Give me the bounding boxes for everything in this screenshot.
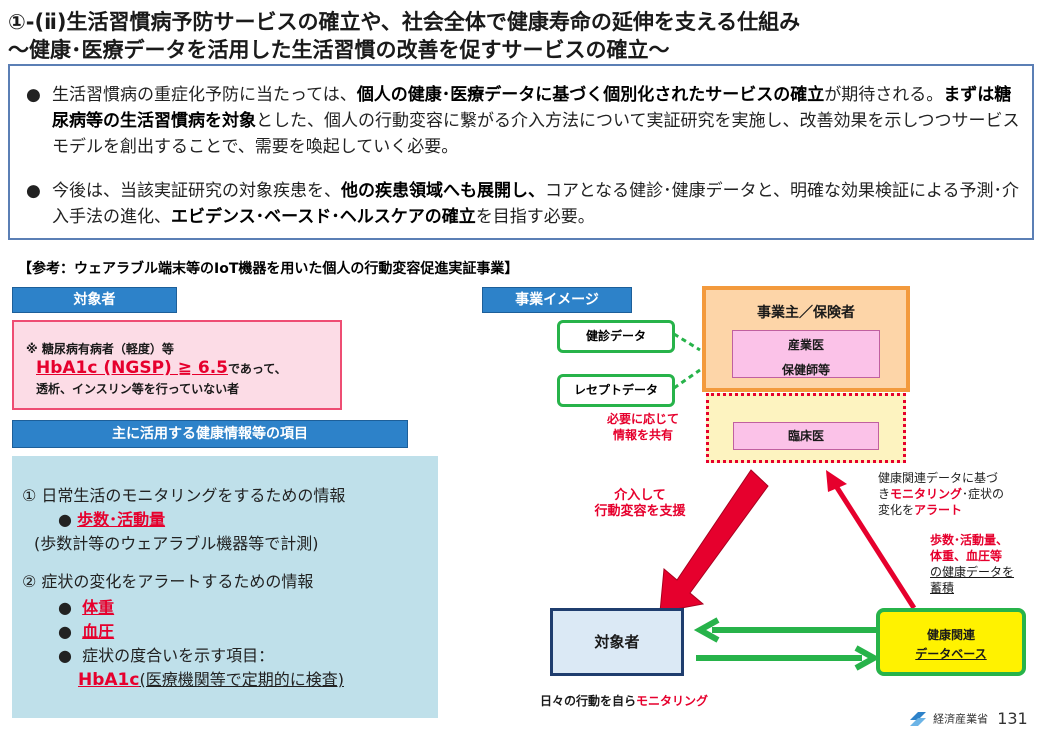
- bullet-dot: ●: [26, 85, 41, 105]
- checkup-connector: [673, 332, 701, 352]
- page-title-line1: ①-(ⅱ)生活習慣病予防サービスの確立や、社会全体で健康寿命の延伸を支える仕組み: [8, 10, 801, 34]
- page-number: 131: [997, 709, 1028, 728]
- ministry-name: 経済産業省: [933, 712, 989, 726]
- receipt-connector: [673, 368, 701, 390]
- receipt-data-box: レセプトデータ: [557, 374, 675, 407]
- employer-label: 事業主／保険者: [757, 305, 855, 321]
- bullet-dot: ●: [26, 181, 41, 201]
- health-items-panel: ① 日常生活のモニタリングをするための情報 ● 歩数･活動量 (歩数計等のウェア…: [12, 456, 438, 718]
- db-to-subject-head: [693, 617, 720, 643]
- item2-sub2: ● 血圧: [58, 622, 115, 641]
- subject-box: 対象者: [550, 608, 684, 676]
- summary-bullet-1: ● 生活習慣病の重症化予防に当たっては、個人の健康･医療データに基づく個別化され…: [26, 82, 1022, 160]
- target-header: 対象者: [12, 287, 177, 313]
- intervene-text: 介入して 行動変容を支援: [594, 488, 686, 519]
- ministry-logo-icon: [910, 711, 926, 726]
- item1-note: (歩数計等のウェアラブル機器等で計測): [34, 534, 319, 553]
- item2-sub1: ● 体重: [58, 598, 115, 617]
- reference-title: 【参考：ウェアラブル端末等のIoT機器を用いた個人の行動変容促進実証事業】: [18, 261, 519, 277]
- item2-text: ② 症状の変化をアラートするための情報: [22, 572, 314, 591]
- summary-bullet-2: ● 今後は、当該実証研究の対象疾患を、他の疾患領域へも展開し、コアとなる健診･健…: [26, 178, 1022, 230]
- page-title-line2: 〜健康･医療データを活用した生活習慣の改善を促すサービスの確立〜: [8, 38, 670, 62]
- doctor-box: 産業医 保健師等: [732, 330, 880, 378]
- business-image-header: 事業イメージ: [482, 287, 632, 313]
- doctor-label: 産業医: [787, 338, 824, 352]
- target-hba1c: HbA1c (NGSP) ≧ 6.5: [36, 358, 228, 378]
- health-database-box: 健康関連 データベース: [876, 608, 1026, 676]
- target-line2: HbA1c (NGSP) ≧ 6.5であって、: [36, 358, 287, 378]
- item1-sub: ● 歩数･活動量: [58, 510, 166, 529]
- item2-hba1c: HbA1c(医療機関等で定期的に検査): [78, 670, 344, 690]
- target-box: ※ 糖尿病有病者（軽度）等 HbA1c (NGSP) ≧ 6.5であって、 透析…: [12, 320, 342, 410]
- monitor-alert-note: 健康関連データに基づ きモニタリング･症状の 変化をアラート: [878, 471, 1005, 517]
- checkup-data-box: 健診データ: [557, 320, 675, 353]
- target-line3: 透析、インスリン等を行っていない者: [36, 382, 240, 396]
- employer-box: 事業主／保険者 産業医 保健師等: [702, 286, 910, 392]
- item2-sub3: ● 症状の度合いを示す項目：: [58, 646, 275, 665]
- summary-box: ● 生活習慣病の重症化予防に当たっては、個人の健康･医療データに基づく個別化され…: [8, 64, 1034, 240]
- nurse-label: 保健師等: [781, 363, 830, 377]
- target-line1: ※ 糖尿病有病者（軽度）等: [26, 342, 174, 356]
- clinician-box: 臨床医: [733, 422, 879, 450]
- items-header: 主に活用する健康情報等の項目: [12, 420, 408, 448]
- subject-to-db-head: [854, 645, 881, 671]
- store-data-note: 歩数･活動量、 体重、血圧等 の健康データを 蓄積: [930, 533, 1015, 595]
- share-info-text: 必要に応じて 情報を共有: [606, 412, 679, 442]
- alert-arrow: [833, 484, 917, 610]
- daily-monitor-caption: 日々の行動を自らモニタリング: [540, 694, 709, 708]
- footer: 経済産業省 131: [908, 708, 1028, 730]
- item1-text: ① 日常生活のモニタリングをするための情報: [22, 486, 346, 505]
- alert-arrow-head: [826, 470, 847, 492]
- clinician-frame: 臨床医: [706, 393, 906, 463]
